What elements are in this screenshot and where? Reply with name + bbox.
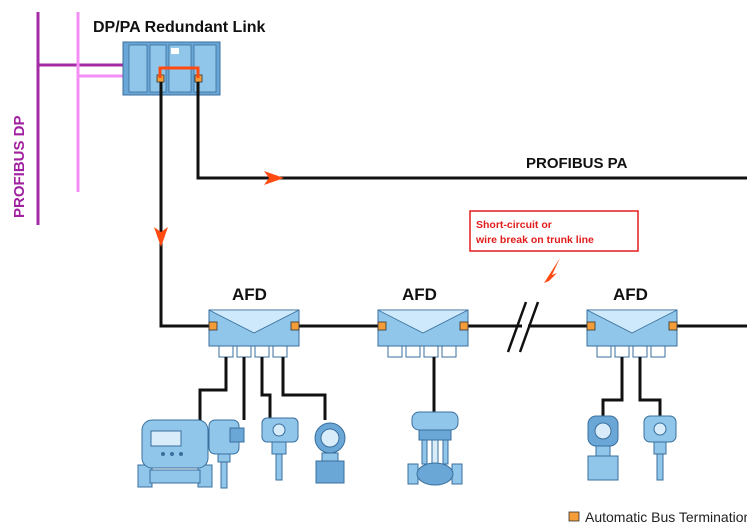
level-sensor-device-icon — [208, 419, 245, 489]
diff-pressure-device-icon — [314, 422, 346, 484]
afd-2 — [377, 309, 469, 358]
pressure-transmitter-device-icon — [261, 417, 299, 481]
trunk-lines — [159, 82, 747, 328]
dp-pa-link-title: DP/PA Redundant Link — [93, 19, 266, 36]
flowmeter-device-icon — [137, 419, 213, 488]
afd-1 — [208, 309, 300, 358]
afd-2-label: AFD — [402, 285, 437, 304]
flow-arrow-right — [264, 171, 284, 185]
flow-arrow-down — [154, 227, 168, 247]
fault-text-line1: Short-circuit or — [476, 219, 552, 231]
pressure-transmitter-device-2-icon — [643, 415, 677, 481]
wire-break-icon — [506, 301, 540, 353]
control-valve-device-icon — [407, 411, 463, 486]
afd-3-label: AFD — [613, 285, 648, 304]
fault-text-line2: wire break on trunk line — [475, 234, 594, 246]
profibus-pa-label: PROFIBUS PA — [526, 155, 628, 172]
profibus-dp-bus — [36, 12, 125, 225]
spur-cables — [198, 357, 662, 425]
legend-label: Automatic Bus Termination — [585, 509, 747, 525]
fault-annotation-box — [469, 210, 639, 252]
afd-3 — [586, 309, 678, 358]
lightning-icon — [534, 258, 560, 296]
legend-termination-icon — [568, 511, 580, 522]
profibus-dp-label: PROFIBUS DP — [11, 115, 28, 218]
dp-pa-redundant-link-module — [122, 41, 221, 96]
diff-pressure-device-2-icon — [587, 415, 619, 481]
afd-1-label: AFD — [232, 285, 267, 304]
